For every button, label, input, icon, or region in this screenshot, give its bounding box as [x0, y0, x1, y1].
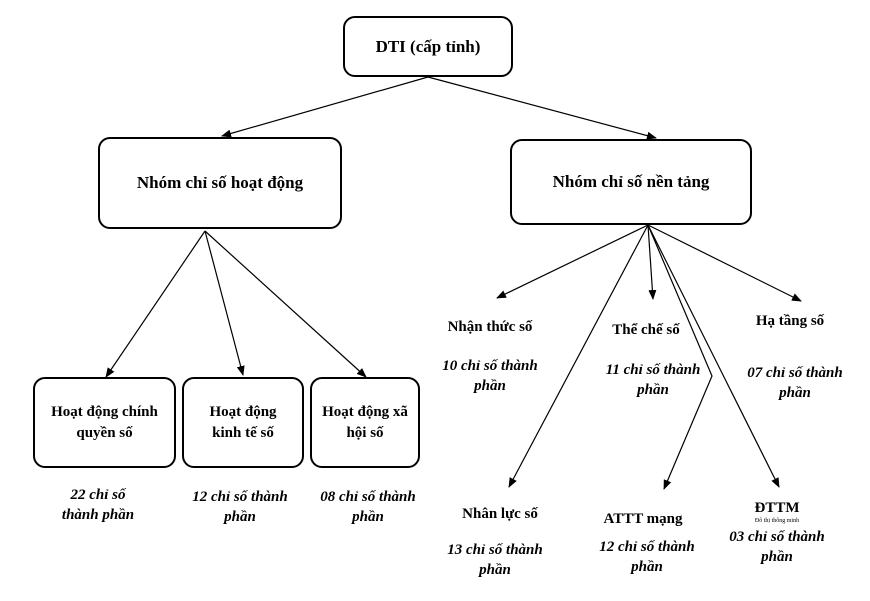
- activity-item-label: Hoạt động xã hội số: [322, 403, 408, 441]
- arrow-foundation-to-cybersecurity: [647, 224, 713, 490]
- arrow-foundation-to-infrastructure: [647, 224, 802, 302]
- foundation-item-smart-city-subtitle: Đô thị thông minh: [754, 518, 800, 524]
- foundation-count-infrastructure: 07 chỉ số thành phần: [747, 365, 843, 401]
- activity-item-society: Hoạt động xã hội số: [310, 377, 420, 468]
- arrow-activity-to-economy: [204, 230, 245, 376]
- arrow-activity-to-society: [204, 230, 367, 378]
- arrow-foundation-to-institution: [647, 224, 657, 300]
- foundation-count-workforce: 13 chỉ số thành phần: [447, 542, 543, 578]
- foundation-group-label: Nhóm chỉ số nền tảng: [552, 172, 710, 191]
- arrow-foundation-to-awareness: [496, 224, 649, 299]
- foundation-item-institution: Thể chế số: [612, 322, 680, 338]
- root-label: DTI (cấp tỉnh): [375, 36, 481, 56]
- foundation-group-node: Nhóm chỉ số nền tảng: [510, 139, 752, 225]
- activity-item-government: Hoạt động chính quyền số: [33, 377, 176, 468]
- foundation-item-awareness: Nhận thức số: [447, 319, 533, 335]
- arrow-root-to-activity: [221, 76, 429, 138]
- foundation-item-smart-city: ĐTTM: [754, 500, 800, 516]
- activity-item-economy: Hoạt động kinh tế số: [182, 377, 304, 468]
- foundation-count-cybersecurity: 12 chỉ số thành phần: [599, 539, 695, 575]
- foundation-count-smart-city: 03 chỉ số thành phần: [729, 529, 825, 565]
- activity-group-label: Nhóm chỉ số hoạt động: [136, 173, 304, 192]
- arrow-activity-to-government: [105, 230, 206, 378]
- activity-count-society: 08 chỉ số thành phần: [320, 489, 416, 525]
- foundation-count-institution: 11 chỉ số thành phần: [605, 362, 701, 398]
- activity-group-node: Nhóm chỉ số hoạt động: [98, 137, 342, 229]
- arrow-foundation-to-smart-city: [647, 224, 780, 488]
- arrow-root-to-foundation: [427, 76, 657, 140]
- activity-item-label: Hoạt động kinh tế số: [209, 403, 277, 441]
- foundation-item-infrastructure: Hạ tầng số: [755, 313, 825, 329]
- activity-item-label: Hoạt động chính quyền số: [51, 403, 158, 441]
- arrow-foundation-to-workforce: [508, 224, 649, 488]
- foundation-item-cybersecurity: ATTT mạng: [603, 511, 683, 527]
- foundation-item-workforce: Nhân lực số: [462, 506, 538, 522]
- activity-count-economy: 12 chỉ số thành phần: [192, 489, 288, 525]
- root-node-dti: DTI (cấp tỉnh): [343, 16, 513, 77]
- foundation-count-awareness: 10 chỉ số thành phần: [442, 358, 538, 394]
- activity-count-government: 22 chỉ số thành phần: [61, 487, 135, 523]
